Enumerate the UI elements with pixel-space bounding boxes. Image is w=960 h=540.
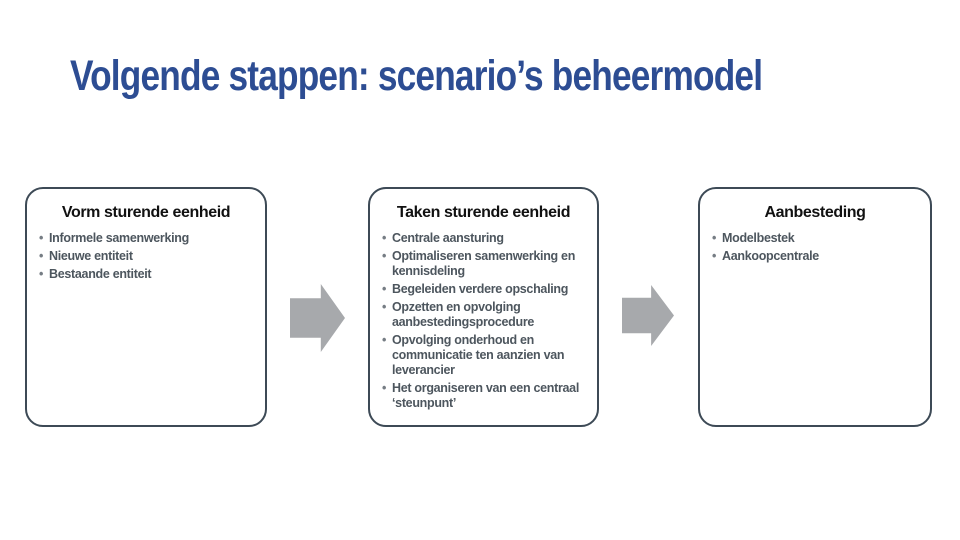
right-arrow-icon xyxy=(290,284,345,352)
bullet-item: Aankoopcentrale xyxy=(712,249,922,264)
bullet-text: Informele samenwerking xyxy=(49,231,189,245)
bullet-item: Optimaliseren samenwerking en kennisdeli… xyxy=(382,249,589,279)
bullet-text: Bestaande entiteit xyxy=(49,267,152,281)
bullet-list: Informele samenwerking Nieuwe entiteit B… xyxy=(27,231,265,282)
bullet-text: Het organiseren van een centraal ‘steunp… xyxy=(392,381,580,410)
box-aanbesteding: Aanbesteding Modelbestek Aankoopcentrale xyxy=(698,187,932,427)
bullet-item: Opvolging onderhoud en communicatie ten … xyxy=(382,333,589,378)
bullet-item: Begeleiden verdere opschaling xyxy=(382,282,589,297)
bullet-item: Het organiseren van een centraal ‘steunp… xyxy=(382,381,589,411)
bullet-list: Modelbestek Aankoopcentrale xyxy=(700,231,930,264)
bullet-text: Modelbestek xyxy=(722,231,795,245)
bullet-item: Bestaande entiteit xyxy=(39,267,257,282)
right-arrow-icon xyxy=(622,285,674,346)
box-title: Vorm sturende eenheid xyxy=(61,204,231,221)
bullet-item: Informele samenwerking xyxy=(39,231,257,246)
bullet-text: Centrale aansturing xyxy=(392,231,504,245)
page-title: Volgende stappen: scenario’s beheermodel xyxy=(70,52,763,100)
bullet-text: Opzetten en opvolging aanbestedingsproce… xyxy=(392,300,535,329)
bullet-text: Optimaliseren samenwerking en kennisdeli… xyxy=(392,249,576,278)
box-taken-sturende-eenheid: Taken sturende eenheid Centrale aansturi… xyxy=(368,187,599,427)
box-title: Aanbesteding xyxy=(764,204,866,221)
bullet-item: Opzetten en opvolging aanbestedingsproce… xyxy=(382,300,589,330)
bullet-list: Centrale aansturing Optimaliseren samenw… xyxy=(370,231,597,411)
bullet-text: Nieuwe entiteit xyxy=(49,249,133,263)
box-vorm-sturende-eenheid: Vorm sturende eenheid Informele samenwer… xyxy=(25,187,267,427)
bullet-text: Opvolging onderhoud en communicatie ten … xyxy=(392,333,565,377)
bullet-text: Aankoopcentrale xyxy=(722,249,819,263)
bullet-item: Centrale aansturing xyxy=(382,231,589,246)
bullet-text: Begeleiden verdere opschaling xyxy=(392,282,569,296)
bullet-item: Nieuwe entiteit xyxy=(39,249,257,264)
box-title: Taken sturende eenheid xyxy=(396,204,571,221)
bullet-item: Modelbestek xyxy=(712,231,922,246)
